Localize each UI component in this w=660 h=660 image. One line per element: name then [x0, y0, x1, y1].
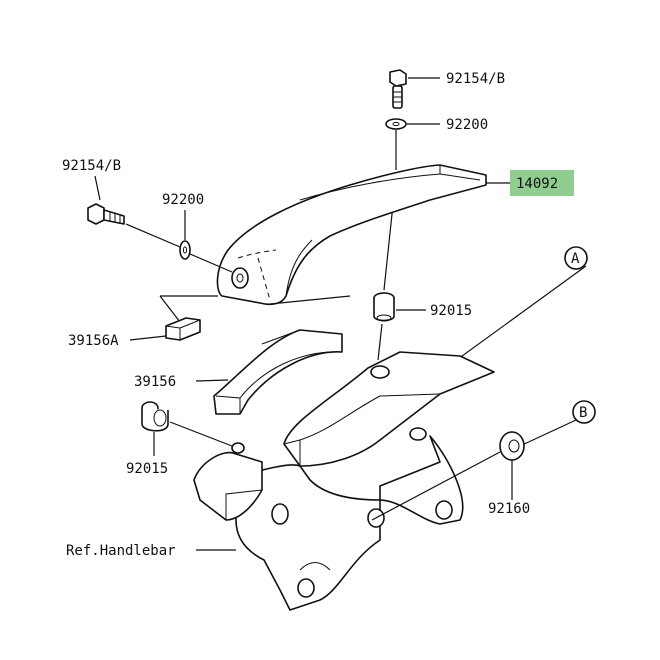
- label-bolt-left: 92154/B: [62, 158, 121, 174]
- label-collar-left: 92015: [126, 461, 168, 477]
- label-ref-handlebar: Ref.Handlebar: [66, 543, 176, 559]
- left-bolt: [87, 203, 125, 225]
- collar-left: [141, 401, 169, 432]
- label-bolt-top: 92154/B: [446, 71, 505, 87]
- callout-b: B: [572, 400, 596, 424]
- label-grommet: 92160: [488, 501, 530, 517]
- callout-a: A: [564, 246, 588, 270]
- collar-right: [373, 292, 395, 322]
- boss-hole: [231, 442, 245, 454]
- label-pad: 39156: [134, 374, 176, 390]
- upper-cover: [216, 164, 487, 306]
- label-cover: 14092: [516, 176, 558, 192]
- handlebar-body: [193, 451, 453, 611]
- top-bolt: [389, 69, 407, 109]
- top-washer: [385, 118, 407, 130]
- label-washer-left: 92200: [162, 192, 204, 208]
- label-collar-right: 92015: [430, 303, 472, 319]
- highlight-box: [510, 170, 574, 196]
- svg-text:A: A: [571, 251, 580, 267]
- label-washer-top: 92200: [446, 117, 488, 133]
- grommet: [499, 431, 525, 461]
- svg-text:B: B: [579, 405, 587, 421]
- label-damper: 39156A: [68, 333, 119, 349]
- left-washer: [179, 240, 191, 260]
- pad: [213, 329, 343, 415]
- damper: [165, 317, 201, 341]
